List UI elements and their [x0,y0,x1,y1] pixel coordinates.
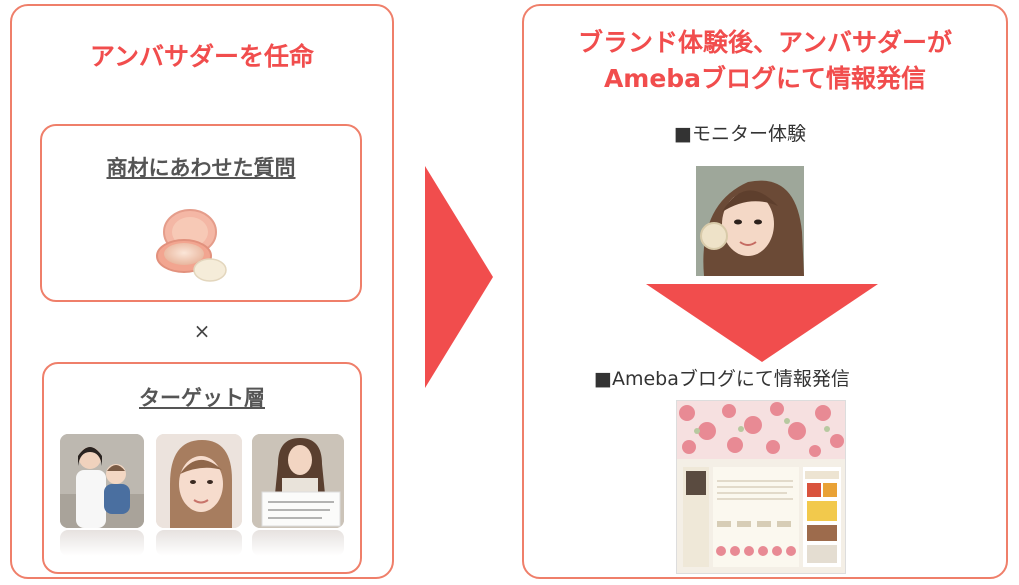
compact-powder-image [156,209,227,282]
target-box: ターゲット層 [42,362,362,574]
photo-reflection [60,530,144,556]
right-panel: ブランド体験後、アンバサダーが Amebaブログにて情報発信 ■モニター体験 ■… [522,4,1008,579]
multiply-sign: × [193,319,211,343]
ameba-blog-screenshot [676,400,846,574]
result-title-line2: Amebaブログにて情報発信 [603,64,927,93]
question-box: 商材にあわせた質問 [40,124,362,302]
photo-reflection [252,530,344,556]
blog-posting-label: ■Amebaブログにて情報発信 [594,368,850,390]
target-title: ターゲット層 [139,386,265,410]
right-arrow-icon [425,166,493,388]
monitor-photo [696,166,804,276]
monitor-experience-label: ■モニター体験 [674,123,806,145]
down-arrow-icon [646,284,878,362]
target-photo-sign [252,434,344,528]
result-title-line1: ブランド体験後、アンバサダーが [577,28,952,57]
photo-reflection [156,530,242,556]
target-photo-mother [60,434,144,528]
ambassador-title: アンバサダーを任命 [89,42,314,71]
left-panel: アンバサダーを任命 商材にあわせた質問 × ターゲット層 [10,4,394,579]
question-title: 商材にあわせた質問 [106,156,296,180]
target-photo-woman [156,434,242,528]
